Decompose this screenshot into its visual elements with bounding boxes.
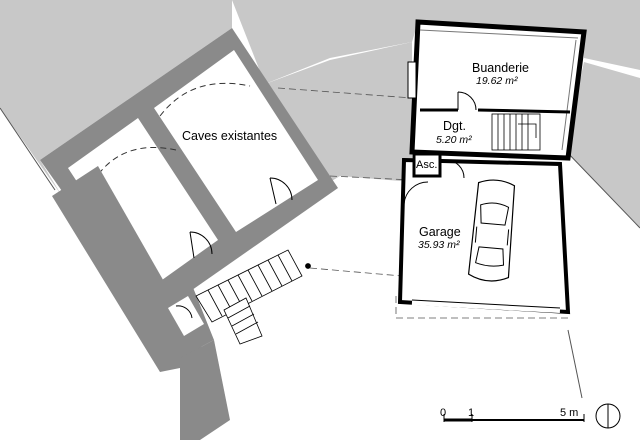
degagement-name: Dgt. bbox=[443, 119, 466, 133]
stairs-marker bbox=[305, 263, 311, 269]
scale-label-0: 0 bbox=[440, 407, 446, 419]
terrain-line-left bbox=[0, 107, 56, 191]
cellar-right-room bbox=[154, 50, 318, 232]
garage-name: Garage bbox=[419, 225, 461, 239]
garage-door bbox=[403, 181, 429, 205]
cellars-bottom-strip bbox=[180, 340, 230, 440]
external-stairs bbox=[195, 249, 311, 345]
north-arrow-icon bbox=[595, 403, 621, 429]
existing-cellars: Caves existantes bbox=[40, 28, 338, 440]
scale-label-5: 5 m bbox=[560, 407, 578, 419]
caves-name: Caves existantes bbox=[182, 129, 277, 143]
buanderie-walls bbox=[409, 19, 587, 161]
terrain bbox=[0, 0, 640, 399]
terrain-left bbox=[0, 0, 232, 196]
cellar-right-arc bbox=[159, 82, 251, 117]
scale-label-1: 1 bbox=[468, 407, 474, 419]
buanderie-door bbox=[457, 91, 477, 111]
terrain-line-right bbox=[564, 149, 640, 229]
terrain-far-right bbox=[565, 62, 640, 228]
cellar-door-left bbox=[189, 231, 213, 255]
cellar-door-right bbox=[269, 177, 293, 201]
cellar-door-left-leaf bbox=[189, 231, 195, 259]
buanderie-area: 19.62 m² bbox=[476, 75, 518, 87]
ascenseur-name: Asc. bbox=[416, 159, 437, 171]
terrain-right bbox=[265, 42, 412, 182]
garage-area: 35.93 m² bbox=[418, 239, 460, 251]
terrain-line-bottom bbox=[567, 329, 583, 399]
buanderie-name: Buanderie bbox=[472, 61, 529, 75]
degagement-area: 5.20 m² bbox=[436, 134, 472, 146]
alignment-lines bbox=[277, 87, 572, 319]
cellar-left-room bbox=[68, 118, 218, 290]
terrain-top bbox=[232, 0, 640, 84]
buanderie-window bbox=[407, 61, 417, 99]
car-icon bbox=[467, 179, 516, 282]
internal-stair bbox=[491, 113, 541, 151]
lift-shaft bbox=[412, 152, 442, 178]
new-building: Buanderie 19.62 m² Dgt. 5.20 m² Asc. Gar… bbox=[397, 19, 587, 315]
small-room-door bbox=[175, 305, 193, 319]
garage-door-opening bbox=[411, 299, 561, 313]
stairs-lower-flight bbox=[223, 297, 263, 345]
cellar-door-right-leaf bbox=[269, 177, 277, 205]
corridor-door bbox=[445, 159, 465, 179]
stairs-outline bbox=[195, 249, 303, 323]
scale-bar: 0 1 5 m bbox=[440, 407, 585, 422]
